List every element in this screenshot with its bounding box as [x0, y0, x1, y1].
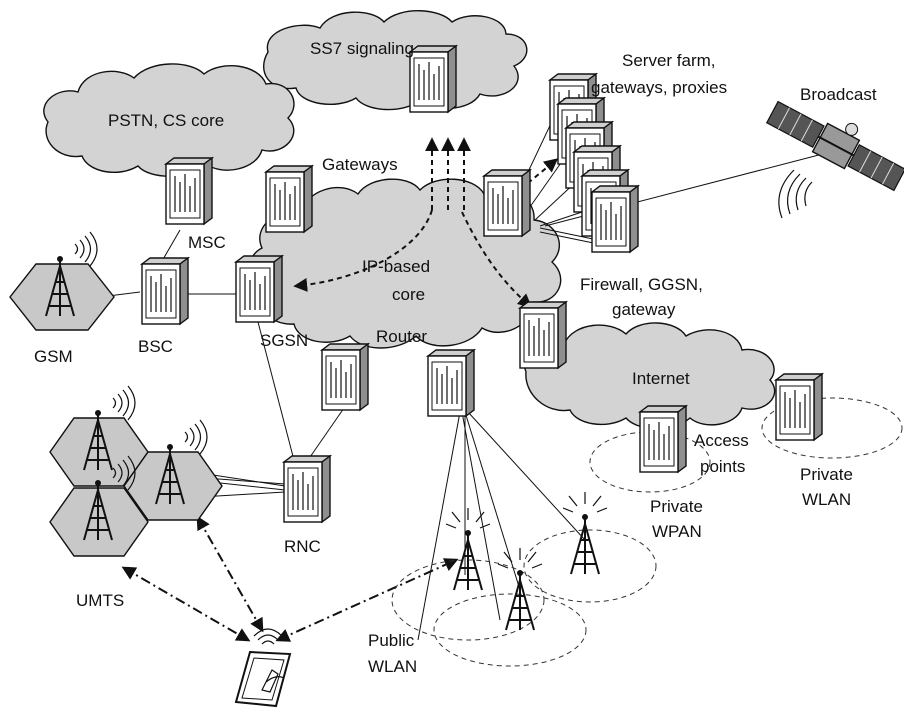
server-farm-label-line1: Server farm, [622, 51, 716, 70]
mobile-terminal-icon [234, 628, 292, 708]
gateway-server [265, 165, 313, 233]
broadcast-label: Broadcast [800, 85, 877, 104]
wlan-tower-2 [497, 547, 543, 631]
access-point-server [639, 405, 687, 473]
internet-cloud [523, 322, 776, 430]
ip-core-cloud [249, 178, 562, 349]
rnc-label: RNC [284, 537, 321, 556]
private-wlan-server [775, 373, 823, 441]
rnc-server [283, 455, 331, 523]
firewall-label-line2: gateway [612, 300, 676, 319]
internet-label: Internet [632, 369, 690, 388]
coverage-areas [391, 397, 903, 667]
gsm-label: GSM [34, 347, 73, 366]
umts-label: UMTS [76, 591, 124, 610]
router-label: Router [376, 327, 427, 346]
gsm-cell [9, 231, 115, 331]
ss7-server [409, 45, 457, 113]
core-router-server [321, 343, 369, 411]
pstn-cloud [43, 63, 295, 177]
sgsn-server [235, 255, 283, 323]
router-server [427, 349, 475, 417]
access-points-label-line2: points [700, 457, 745, 476]
msc-label: MSC [188, 233, 226, 252]
firewall-label-line1: Firewall, GGSN, [580, 275, 703, 294]
broadcast-satellite-icon [765, 100, 904, 192]
ip-core-label-line2: core [392, 285, 425, 304]
umts-cell-top [49, 385, 149, 487]
ss7-label: SS7 signaling [310, 39, 414, 58]
private-wpan-label-line2: WPAN [652, 522, 702, 541]
ip-core-label-line1: IP-based [362, 257, 430, 276]
gateways-label: Gateways [322, 155, 398, 174]
msc-server [165, 157, 213, 225]
private-wpan-label-line1: Private [650, 497, 703, 516]
sgsn-label: SGSN [260, 331, 308, 350]
private-wlan-label-line2: WLAN [802, 490, 851, 509]
satellite-signal-icon [778, 169, 813, 219]
wlan-tower-1 [445, 507, 491, 591]
umts-cell-middle [123, 419, 223, 521]
bsc-server [141, 257, 189, 325]
bsc-label: BSC [138, 337, 173, 356]
public-wlan-label-line2: WLAN [368, 657, 417, 676]
farm-server-6 [591, 185, 639, 253]
radio-link-arrows [121, 515, 459, 642]
access-points-label-line1: Access [694, 431, 749, 450]
pstn-label: PSTN, CS core [108, 111, 224, 130]
public-wlan-label-line1: Public [368, 631, 415, 650]
umts-cell-bottom [49, 455, 149, 557]
wlan-tower-3 [562, 491, 608, 575]
ss7-cloud [263, 10, 528, 111]
farm-gateway-server [483, 169, 531, 237]
private-wlan-label-line1: Private [800, 465, 853, 484]
firewall-server [519, 301, 567, 369]
server-farm-label-line2: gateways, proxies [591, 78, 727, 97]
